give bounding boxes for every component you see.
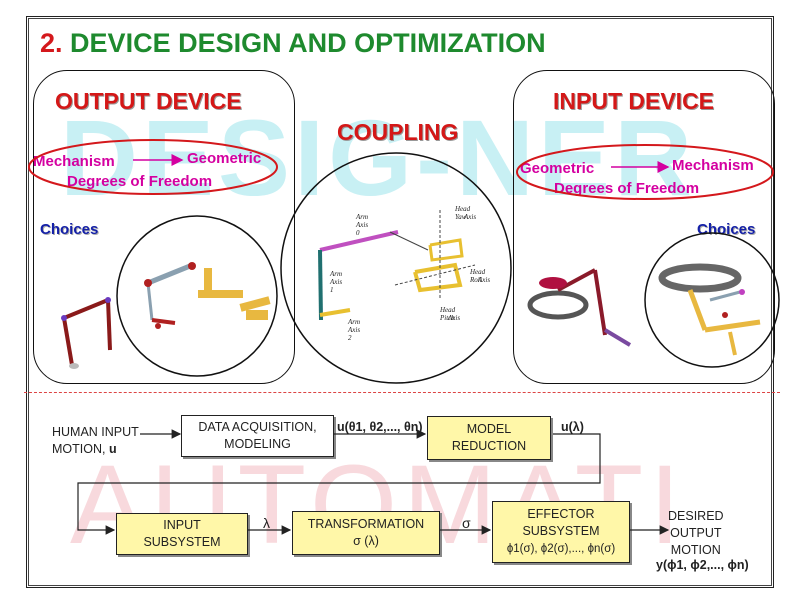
- label-head-pitch-axis: Axis: [448, 314, 461, 322]
- transformation-box: TRANSFORMATION σ (λ): [292, 511, 440, 555]
- desired-line-3: MOTION: [670, 542, 721, 557]
- human-input-u: u: [108, 441, 117, 456]
- transformation-line-2: σ (λ): [353, 534, 379, 548]
- human-input-line-1: HUMAN INPUT: [52, 425, 139, 439]
- output-geometric-label: Geometric: [187, 150, 262, 167]
- transformation-line-1: TRANSFORMATION: [307, 517, 425, 532]
- input-subsystem-box: INPUT SUBSYSTEM: [116, 513, 248, 555]
- lambda-label: λ: [263, 515, 270, 531]
- data-acquisition-line-1: DATA ACQUISITION,: [198, 420, 317, 435]
- coupling-title: COUPLING: [337, 119, 459, 145]
- label-arm-axis-1: Arm Axis 1: [330, 270, 343, 294]
- model-reduction-box: MODEL REDUCTION: [427, 416, 551, 460]
- label-head-roll-axis: Axis: [478, 276, 491, 284]
- sigma-label: σ: [462, 515, 471, 531]
- effector-line-1: EFFECTOR: [527, 507, 595, 522]
- label-arm-axis-2: Arm Axis 2: [348, 318, 361, 342]
- input-subsystem-line-2: SUBSYSTEM: [143, 535, 221, 549]
- input-geometric-label: Geometric: [520, 160, 595, 177]
- title-number: 2.: [40, 28, 63, 58]
- desired-line-2: OUTPUT: [670, 525, 722, 540]
- label-head-yaw-axis: Axis: [464, 213, 477, 221]
- effector-subsystem-box: EFFECTOR SUBSYSTEM ϕ1(σ), ϕ2(σ),..., ϕn(…: [492, 501, 630, 563]
- desired-line-1: DESIRED: [668, 509, 724, 523]
- input-device-title: INPUT DEVICE: [553, 88, 715, 114]
- model-reduction-line-2: REDUCTION: [451, 439, 527, 453]
- data-acquisition-line-2: MODELING: [224, 437, 291, 451]
- human-input-line-2: MOTION,: [52, 441, 106, 456]
- human-input-label: HUMAN INPUT MOTION, u: [52, 424, 139, 458]
- input-choices-label: Choices: [697, 221, 756, 238]
- input-subsystem-line-1: INPUT: [163, 518, 201, 533]
- effector-line-2: SUBSYSTEM: [522, 524, 600, 539]
- label-arm-axis-0: Arm Axis 0: [356, 213, 369, 237]
- section-divider: [24, 392, 780, 393]
- u-lambda-label: u(λ): [561, 420, 584, 434]
- title-text: DEVICE DESIGN AND OPTIMIZATION: [70, 28, 546, 58]
- u-theta-label: u(θ1, θ2,..., θn): [337, 420, 423, 434]
- input-device-panel: [513, 70, 775, 384]
- model-reduction-line-1: MODEL: [466, 422, 512, 437]
- data-acquisition-box: DATA ACQUISITION, MODELING: [181, 415, 334, 457]
- desired-output-label: DESIRED OUTPUT MOTION: [668, 508, 724, 559]
- y-phi-label: y(ϕ1, ϕ2,..., ϕn): [656, 558, 749, 572]
- output-mechanism-label: Mechanism: [33, 153, 115, 170]
- output-device-title: OUTPUT DEVICE: [55, 88, 242, 114]
- slide-title: 2. DEVICE DESIGN AND OPTIMIZATION: [40, 28, 546, 59]
- effector-line-3: ϕ1(σ), ϕ2(σ),..., ϕn(σ): [506, 543, 616, 556]
- output-dof-label: Degrees of Freedom: [67, 173, 213, 190]
- input-dof-label: Degrees of Freedom: [554, 180, 700, 197]
- output-choices-label: Choices: [40, 221, 99, 238]
- input-mechanism-label: Mechanism: [672, 157, 754, 174]
